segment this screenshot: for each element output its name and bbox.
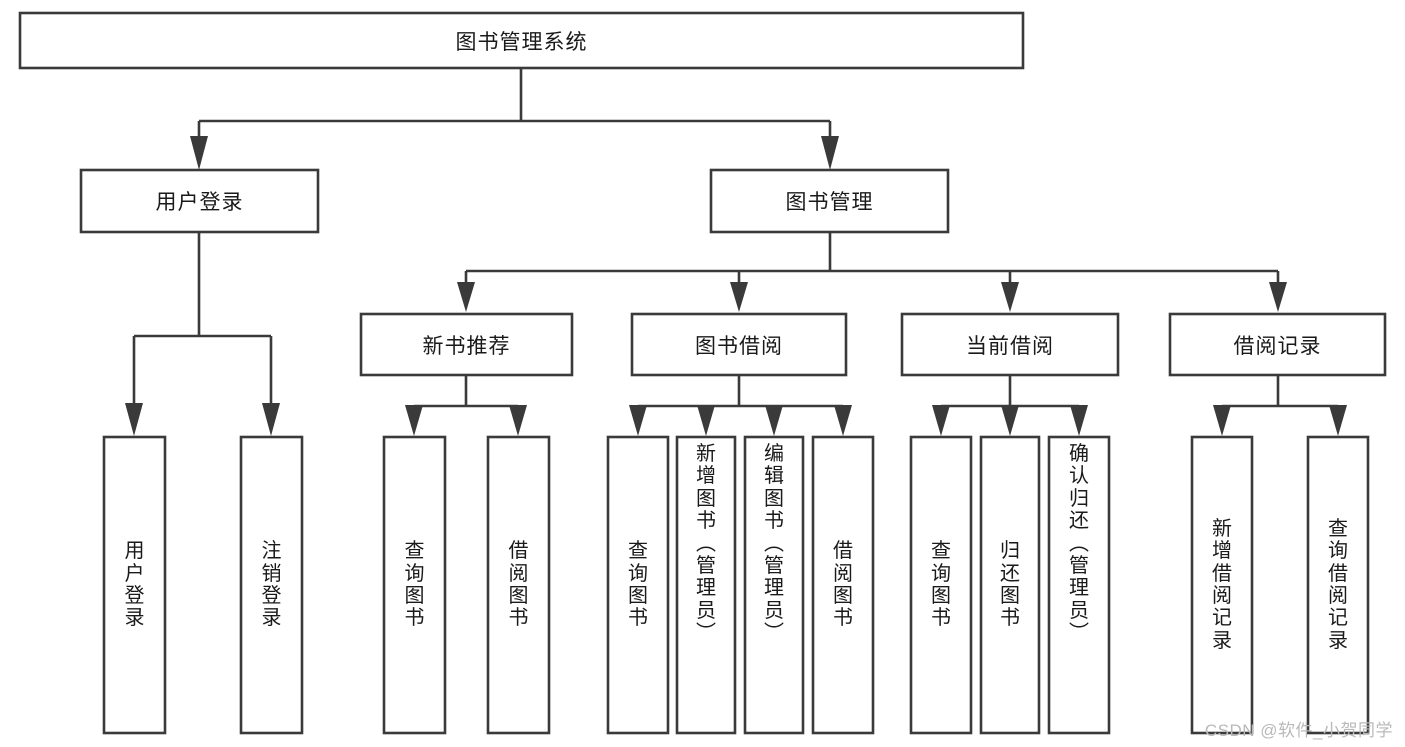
arrow-borrow-record-child-0 xyxy=(1213,405,1231,436)
leaf-box-user-login-1[interactable] xyxy=(239,435,304,735)
arrow-user-login-child-1 xyxy=(262,403,280,436)
connector-group-book-mgmt xyxy=(457,232,1287,312)
leaf-box-borrow-record-1[interactable] xyxy=(1306,435,1370,735)
leaf-box-current-borrow-1[interactable] xyxy=(979,435,1041,735)
node-box-borrow-record[interactable] xyxy=(1168,312,1387,377)
leaf-box-user-login-0[interactable] xyxy=(102,435,167,735)
leaf-box-current-borrow-0[interactable] xyxy=(909,435,973,735)
arrow-book-mgmt-child-2 xyxy=(1001,282,1019,312)
arrow-new-book-child-0 xyxy=(405,405,423,436)
arrow-current-borrow-child-0 xyxy=(932,405,950,436)
leaf-box-book-borrow-0[interactable] xyxy=(606,435,670,735)
leaf-box-current-borrow-2[interactable] xyxy=(1047,435,1111,735)
connector-group-new-book xyxy=(405,375,527,436)
connector-group-root xyxy=(190,68,839,170)
arrow-book-mgmt-child-1 xyxy=(730,282,748,312)
connector-group-user-login xyxy=(125,232,280,436)
node-box-root[interactable] xyxy=(18,11,1025,70)
leaf-box-borrow-record-0[interactable] xyxy=(1190,435,1254,735)
arrow-book-mgmt-child-0 xyxy=(457,282,475,312)
leaf-box-new-book-1[interactable] xyxy=(486,435,551,735)
arrow-book-borrow-child-2 xyxy=(765,405,783,436)
arrow-root-to-book-mgmt xyxy=(821,136,839,170)
node-box-user-login[interactable] xyxy=(79,168,320,234)
leaf-box-book-borrow-3[interactable] xyxy=(811,435,875,735)
arrow-root-to-user-login xyxy=(190,136,208,170)
csdn-watermark: CSDN @软件_小贺同学 xyxy=(1204,721,1393,740)
leaf-box-new-book-0[interactable] xyxy=(382,435,447,735)
node-box-current-borrow[interactable] xyxy=(900,312,1120,377)
arrow-book-borrow-child-0 xyxy=(629,405,647,436)
arrow-current-borrow-child-1 xyxy=(1001,405,1019,436)
arrow-book-borrow-child-3 xyxy=(834,405,852,436)
arrow-book-borrow-child-1 xyxy=(697,405,715,436)
connector-group-book-borrow xyxy=(629,375,852,436)
node-box-new-book-recommend[interactable] xyxy=(359,312,574,377)
arrow-user-login-child-0 xyxy=(125,403,143,436)
node-box-book-management[interactable] xyxy=(709,168,950,234)
leaf-box-book-borrow-1[interactable] xyxy=(675,435,737,735)
arrow-borrow-record-child-1 xyxy=(1329,405,1347,436)
arrow-current-borrow-child-2 xyxy=(1070,405,1088,436)
arrow-book-mgmt-child-3 xyxy=(1269,282,1287,312)
connector-group-borrow-record xyxy=(1213,375,1347,436)
leaf-box-book-borrow-2[interactable] xyxy=(743,435,805,735)
connector-group-current-borrow xyxy=(932,375,1088,436)
node-box-book-borrow[interactable] xyxy=(630,312,848,377)
arrow-new-book-child-1 xyxy=(509,405,527,436)
